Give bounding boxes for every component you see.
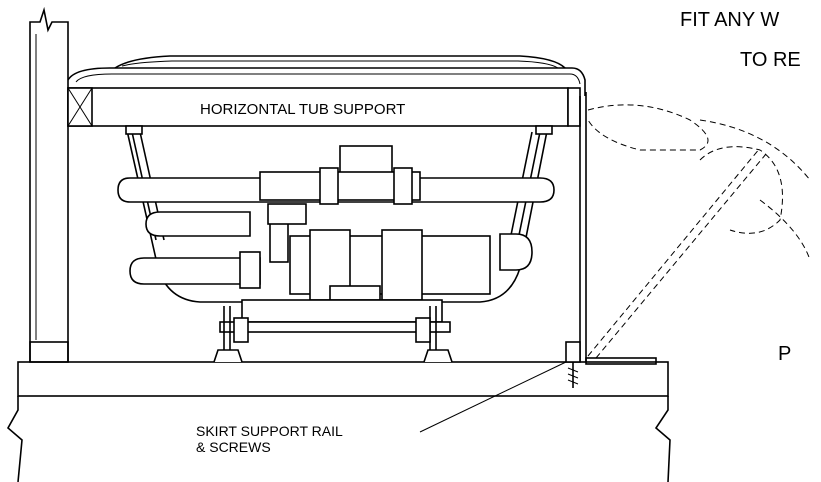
floor-slab bbox=[6, 361, 671, 482]
skirt-support-label-line-1: SKIRT SUPPORT RAIL bbox=[196, 423, 343, 439]
right-edge-label: P bbox=[778, 343, 791, 365]
tub-base-frame bbox=[213, 299, 453, 363]
skirt-support-rail bbox=[419, 341, 581, 433]
instruction-line-2: TO RE bbox=[740, 49, 801, 71]
skirt-panel bbox=[579, 92, 657, 365]
skirt-support-label-line-2: & SCREWS bbox=[196, 439, 271, 455]
tub-support-label: HORIZONTAL TUB SUPPORT bbox=[200, 101, 405, 118]
wall-stud bbox=[29, 6, 69, 363]
horizontal-tub-support bbox=[67, 87, 581, 127]
instruction-line-1: FIT ANY W bbox=[680, 9, 779, 31]
tub-rim bbox=[67, 55, 586, 96]
removal-illustration bbox=[587, 104, 811, 359]
tub-foot-right bbox=[415, 306, 453, 363]
pump-motor bbox=[239, 145, 491, 301]
tub-foot-left bbox=[213, 306, 249, 363]
